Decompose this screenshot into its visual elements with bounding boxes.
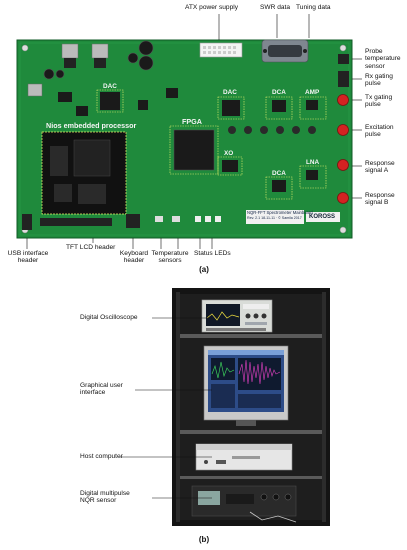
- callout-tft-lcd-header: TFT LCD header: [66, 244, 116, 251]
- dca-top-chip: [272, 100, 286, 112]
- probe-temp-header: [338, 54, 349, 64]
- response-a-connector: [337, 159, 349, 171]
- dca-bottom-chip: [272, 180, 286, 192]
- board-label-xo: XO: [224, 150, 234, 157]
- board-label-nios: Nios embedded processor: [46, 121, 137, 130]
- status-led-2: [205, 216, 211, 222]
- board-label-dac-left: DAC: [103, 83, 117, 90]
- callout-temperature-sensors: Temperature sensors: [151, 250, 189, 265]
- board-brand: KOROSS: [309, 214, 336, 220]
- callout-digital-multipulse-nqr-sensor: Digital multipulse NQR sensor: [80, 490, 130, 505]
- status-led-3: [215, 216, 221, 222]
- board-label-dca-top: DCA: [272, 89, 286, 96]
- keyboard-header-part: [126, 214, 140, 228]
- voltage-regulator-1: [61, 43, 79, 59]
- panel-b-caption: (b): [198, 535, 210, 544]
- response-b-connector: [337, 192, 349, 204]
- callout-tx-gating-pulse: Tx gating pulse: [365, 94, 393, 109]
- callout-digital-oscilloscope: Digital Oscilloscope: [80, 314, 138, 321]
- dac-left-chip: [100, 92, 120, 110]
- callout-atx-power-supply: ATX power supply: [185, 4, 239, 11]
- atx-connector: [199, 42, 243, 58]
- rx-gating-header: [338, 71, 349, 87]
- callout-host-computer: Host computer: [80, 453, 123, 460]
- status-led-1: [195, 216, 201, 222]
- tft-header: [40, 218, 112, 226]
- callout-rx-gating-pulse: Rx gating pulse: [365, 73, 393, 88]
- callout-probe-temperature-sensor: Probe temperature sensor: [365, 48, 401, 70]
- board-label-lna: LNA: [306, 159, 320, 166]
- board-label-amp: AMP: [305, 89, 320, 96]
- callout-tuning-data: Tuning data: [296, 4, 331, 11]
- capacitor-large: [138, 40, 154, 56]
- callout-keyboard-header: Keyboard header: [119, 250, 149, 265]
- voltage-regulator-3: [27, 83, 43, 97]
- tx-gating-connector: [337, 94, 349, 106]
- board-title: NQR-FFT Spectrometer Mainboard: [247, 210, 313, 215]
- callout-graphical-user-interface: Graphical user interface: [80, 382, 123, 397]
- callout-usb-interface-header: USB interface header: [7, 250, 49, 265]
- board-rev: Rev. 2.1 18-11-11 · © Samila 2017: [247, 216, 302, 220]
- brand-plate: [306, 212, 340, 222]
- lna-chip: [306, 170, 318, 180]
- board-label-dca-bottom: DCA: [272, 170, 286, 177]
- callout-response-signal-b: Response signal B: [365, 192, 395, 207]
- board-label-fpga: FPGA: [182, 117, 202, 126]
- fpga-chip: [173, 129, 215, 171]
- temp-sensor-1: [155, 216, 163, 222]
- amp-chip: [306, 100, 318, 110]
- panel-a-caption: (a): [199, 265, 209, 274]
- usb-header: [22, 214, 32, 230]
- voltage-regulator-2: [91, 43, 109, 59]
- temp-sensor-2: [172, 216, 180, 222]
- xo-chip: [222, 160, 238, 172]
- callout-swr-data: SWR data: [260, 4, 291, 11]
- callout-excitation-pulse: Excitation pulse: [365, 124, 394, 139]
- callout-status-leds: Status LEDs: [194, 250, 231, 257]
- callout-response-signal-a: Response signal A: [365, 160, 395, 175]
- board-label-dac: DAC: [223, 89, 237, 96]
- excitation-connector: [337, 124, 349, 136]
- dac-chip: [222, 100, 240, 116]
